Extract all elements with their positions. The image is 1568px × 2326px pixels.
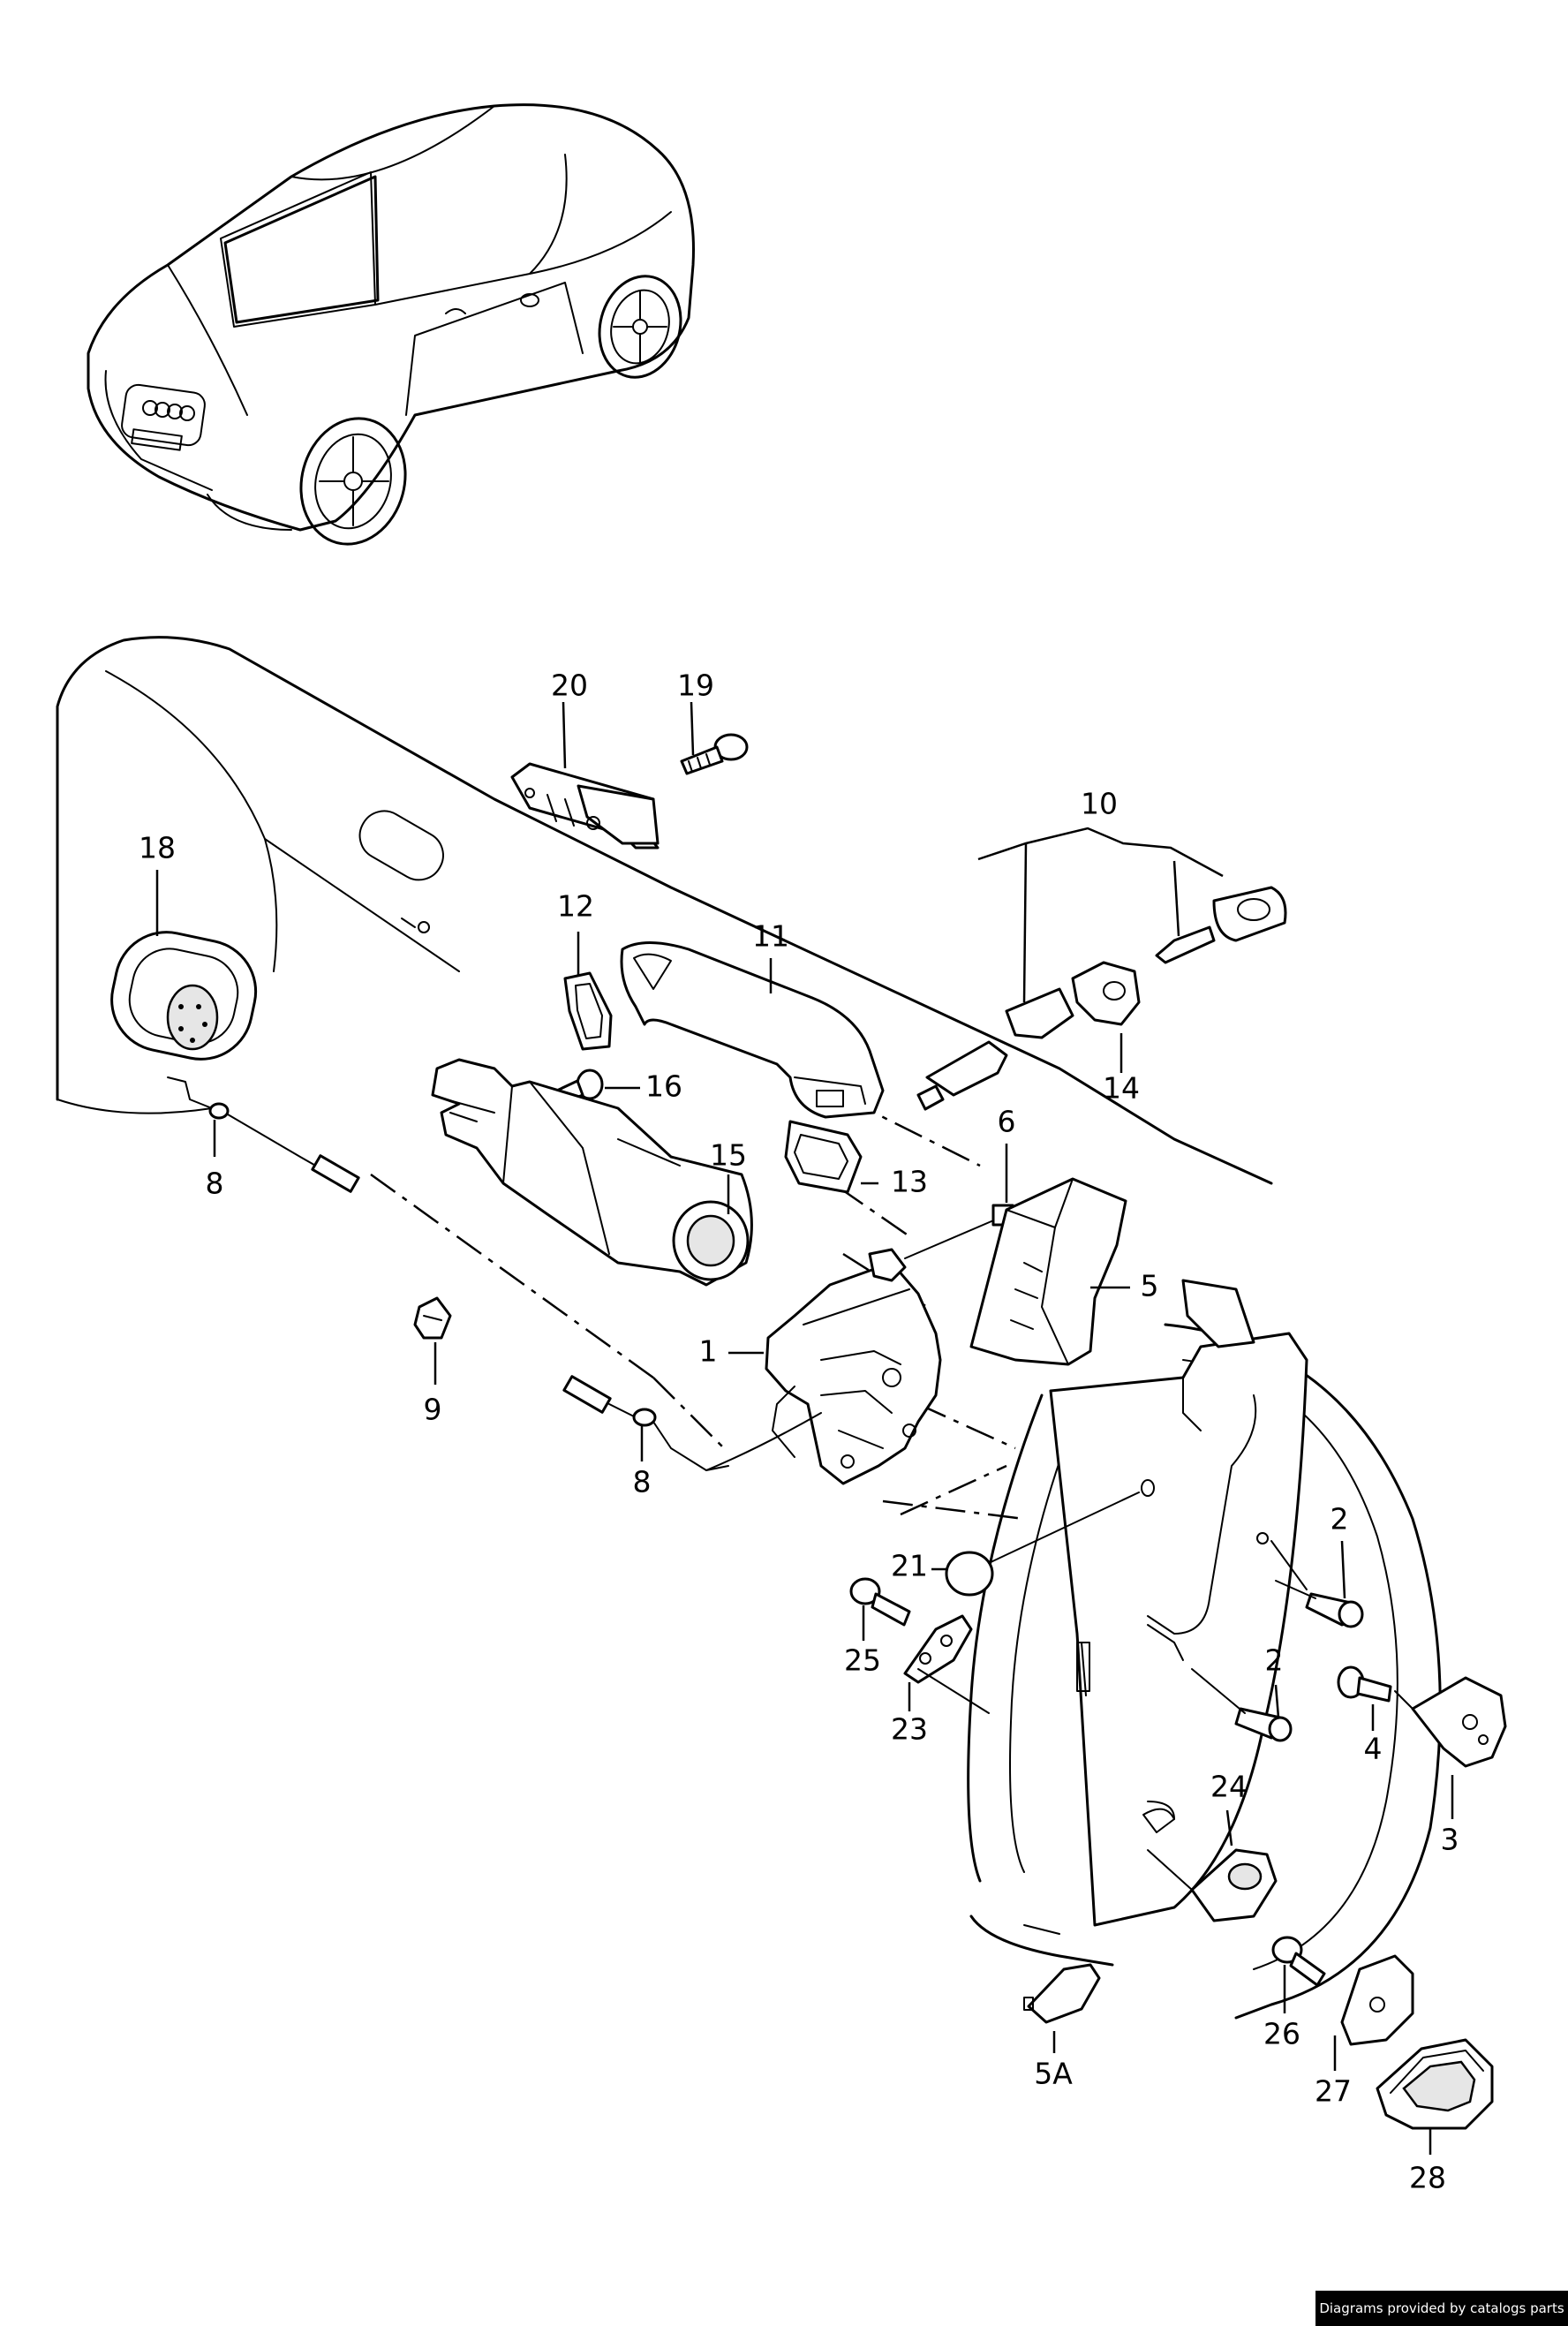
callout-25: 25	[844, 1643, 881, 1678]
part-12-gasket	[563, 971, 613, 1051]
callout-1: 1	[699, 1334, 718, 1369]
part-26-screw	[1271, 1936, 1326, 1987]
part-1-lock	[765, 1248, 942, 1485]
callout-5a: 5A	[1034, 2057, 1073, 2091]
part-20-bracket	[510, 762, 660, 850]
part-9-clip	[413, 1296, 452, 1340]
part-24-buffer	[1142, 1808, 1278, 1922]
callout-16: 16	[645, 1069, 682, 1104]
part-27-block	[1340, 1954, 1414, 2046]
callout-12: 12	[557, 889, 594, 924]
car-illustration	[87, 103, 695, 546]
callout-11: 11	[752, 919, 789, 954]
part-5-cover	[969, 1177, 1127, 1366]
callout-8-lower: 8	[633, 1465, 652, 1499]
part-18-bezel	[110, 931, 258, 1061]
callout-10: 10	[1081, 787, 1118, 821]
callout-26: 26	[1263, 2017, 1300, 2051]
part-25-screw	[849, 1577, 911, 1627]
callout-13: 13	[891, 1165, 928, 1199]
part-5a-cap	[1023, 1963, 1101, 2024]
part-19-screw	[680, 733, 749, 775]
door-panel	[56, 636, 1442, 2020]
callout-8-upper: 8	[206, 1167, 224, 1201]
part-15-carrier	[431, 1058, 753, 1287]
callout-18: 18	[139, 831, 176, 865]
callout-4: 4	[1364, 1732, 1383, 1766]
part-21-plug	[945, 1479, 1155, 1597]
part-11-handle	[620, 941, 885, 1119]
callout-9: 9	[424, 1393, 442, 1427]
callout-labels: 20 19 10 18 12 11 16 14 15 6 13 8 5 1 9 …	[139, 668, 1459, 2195]
callout-20: 20	[551, 668, 588, 703]
callout-6: 6	[998, 1105, 1016, 1139]
callout-24: 24	[1210, 1770, 1248, 1804]
callout-19: 19	[677, 668, 714, 703]
callout-2-upper: 2	[1331, 1502, 1349, 1537]
part-10-lock-set	[916, 886, 1287, 1111]
callout-23: 23	[891, 1712, 928, 1747]
callout-5: 5	[1141, 1269, 1159, 1303]
callout-3: 3	[1441, 1823, 1459, 1857]
callout-21: 21	[891, 1549, 928, 1583]
part-4-bolt	[1337, 1665, 1392, 1703]
callout-2-lower: 2	[1265, 1643, 1284, 1678]
credit-banner: Diagrams provided by catalogs parts	[1315, 2291, 1568, 2326]
part-8-cables	[167, 1076, 822, 1471]
part-3-striker	[1394, 1676, 1507, 1768]
part-13-bezel	[784, 1120, 863, 1194]
leader-lines	[155, 701, 1454, 2155]
callout-28: 28	[1409, 2161, 1446, 2195]
part-28-pad	[1376, 2038, 1494, 2130]
callout-14: 14	[1103, 1071, 1140, 1106]
part-23-plate	[903, 1614, 990, 1714]
callout-27: 27	[1315, 2074, 1352, 2109]
part-2-bolts	[1191, 1532, 1364, 1742]
callout-15: 15	[710, 1138, 747, 1173]
